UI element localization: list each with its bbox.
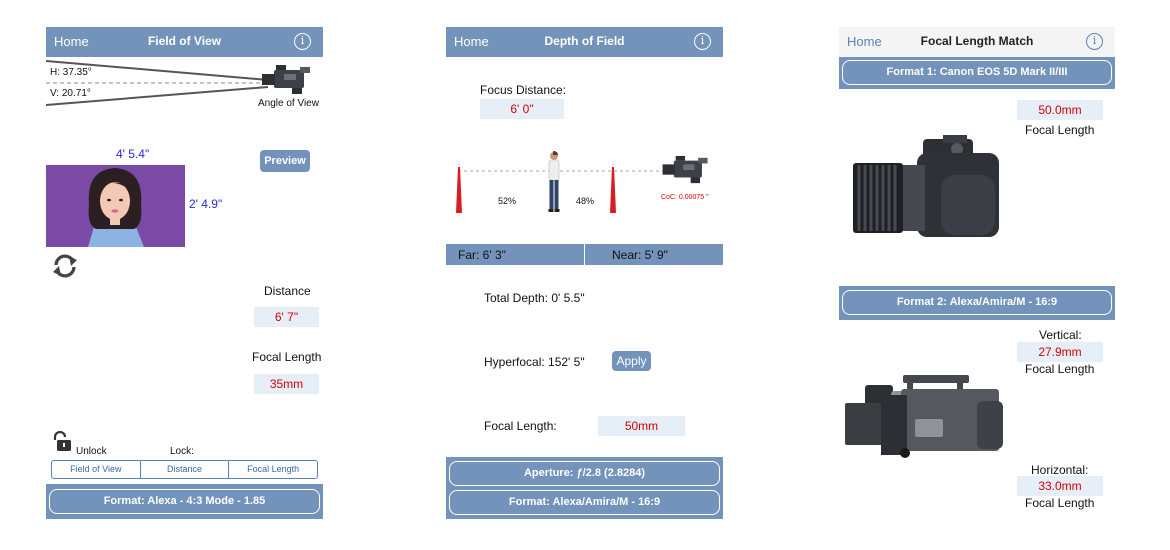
unlock-label: Unlock — [76, 446, 107, 457]
dof-home-link[interactable]: Home — [454, 34, 489, 49]
vertical-label: Vertical: — [1039, 328, 1082, 342]
lock-segmented-control: Field of View Distance Focal Length — [51, 460, 318, 479]
unlock-icon[interactable] — [52, 431, 74, 453]
format2-bar: Format 2: Alexa/Amira/M - 16:9 — [839, 286, 1115, 320]
video-camera-icon — [262, 65, 310, 94]
near-readout: Near: 5' 9" — [612, 248, 668, 262]
h-angle-readout: H: 37.35° — [50, 67, 92, 78]
dof-focal-length-label: Focal Length: — [484, 419, 557, 433]
fov-format-bar: Format: Alexa - 4:3 Mode - 1.85 — [46, 484, 323, 519]
horizontal-focal-label: Focal Length — [1025, 496, 1095, 510]
focal-length-label: Focal Length — [252, 350, 322, 364]
focal1-field[interactable]: 50.0mm — [1017, 100, 1103, 120]
frame-width-dim: 4' 5.4" — [116, 147, 150, 161]
dof-bottom-bar: Aperture: ƒ/2.8 (2.8284) Format: Alexa/A… — [446, 457, 723, 519]
apply-button[interactable]: Apply — [612, 351, 651, 371]
aperture-button[interactable]: Aperture: ƒ/2.8 (2.8284) — [449, 461, 720, 486]
dof-camera-icon — [662, 155, 708, 184]
focal-length-field[interactable]: 35mm — [254, 374, 319, 394]
coc-readout: CoC: 0.00075 " — [661, 194, 709, 201]
cinema-camera-icon — [845, 375, 1003, 458]
fov-home-link[interactable]: Home — [54, 34, 89, 49]
dof-scene-diagram — [456, 167, 666, 213]
flm-navbar: Home Focal Length Match i — [839, 27, 1115, 57]
far-near-bar: Far: 6' 3" Near: 5' 9" — [446, 244, 723, 265]
dof-percent-right: 48% — [576, 196, 595, 206]
rotate-icon[interactable] — [50, 251, 80, 281]
horizontal-field[interactable]: 33.0mm — [1017, 476, 1103, 496]
dof-title: Depth of Field — [544, 34, 625, 48]
far-near-divider — [584, 244, 585, 265]
flm-title: Focal Length Match — [920, 34, 1034, 48]
hyperfocal-readout: Hyperfocal: 152' 5" — [484, 355, 585, 369]
far-readout: Far: 6' 3" — [458, 248, 506, 262]
distance-label: Distance — [264, 284, 311, 298]
vertical-focal-label: Focal Length — [1025, 362, 1095, 376]
fov-info-icon[interactable]: i — [294, 33, 311, 50]
fov-format-button[interactable]: Format: Alexa - 4:3 Mode - 1.85 — [49, 489, 320, 514]
lock-label: Lock: — [170, 446, 194, 457]
focal1-label: Focal Length — [1025, 123, 1095, 137]
vertical-field[interactable]: 27.9mm — [1017, 342, 1103, 362]
frame-preview-portrait — [46, 165, 185, 247]
focus-distance-field[interactable]: 6' 0" — [480, 99, 564, 119]
v-angle-readout: V: 20.71° — [50, 88, 91, 99]
dof-format-button[interactable]: Format: Alexa/Amira/M - 16:9 — [449, 490, 720, 515]
fov-panel: Home Field of View i H: 37.35° V: 20.71°… — [46, 27, 323, 519]
angle-of-view-diagram — [46, 60, 269, 106]
dof-percent-left: 52% — [498, 196, 517, 206]
format1-button[interactable]: Format 1: Canon EOS 5D Mark II/III — [842, 60, 1112, 85]
preview-button[interactable]: Preview — [260, 150, 310, 172]
flm-info-icon[interactable]: i — [1086, 33, 1103, 50]
dslr-camera-icon — [853, 135, 999, 237]
fov-title: Field of View — [147, 34, 222, 48]
person-figure-icon — [548, 151, 560, 212]
dof-panel: Home Depth of Field i Focus Distance: 6'… — [446, 27, 723, 519]
distance-field[interactable]: 6' 7" — [254, 307, 319, 327]
lock-option-field-of-view[interactable]: Field of View — [52, 461, 141, 478]
format1-bar: Format 1: Canon EOS 5D Mark II/III — [839, 57, 1115, 89]
dof-info-icon[interactable]: i — [694, 33, 711, 50]
fov-navbar: Home Field of View i — [46, 27, 323, 57]
dof-navbar: Home Depth of Field i — [446, 27, 723, 57]
format2-button[interactable]: Format 2: Alexa/Amira/M - 16:9 — [842, 290, 1112, 315]
total-depth-readout: Total Depth: 0' 5.5" — [484, 291, 585, 305]
frame-height-dim: 2' 4.9" — [189, 197, 223, 211]
flm-home-link[interactable]: Home — [847, 34, 882, 49]
lock-option-distance[interactable]: Distance — [141, 461, 230, 478]
dof-focal-length-field[interactable]: 50mm — [598, 416, 685, 436]
angle-of-view-label: Angle of View — [258, 98, 319, 109]
flm-panel: Home Focal Length Match i Format 1: Cano… — [839, 27, 1115, 519]
lock-option-focal-length[interactable]: Focal Length — [247, 464, 300, 474]
focus-distance-label: Focus Distance: — [480, 83, 567, 97]
horizontal-label: Horizontal: — [1031, 463, 1089, 477]
